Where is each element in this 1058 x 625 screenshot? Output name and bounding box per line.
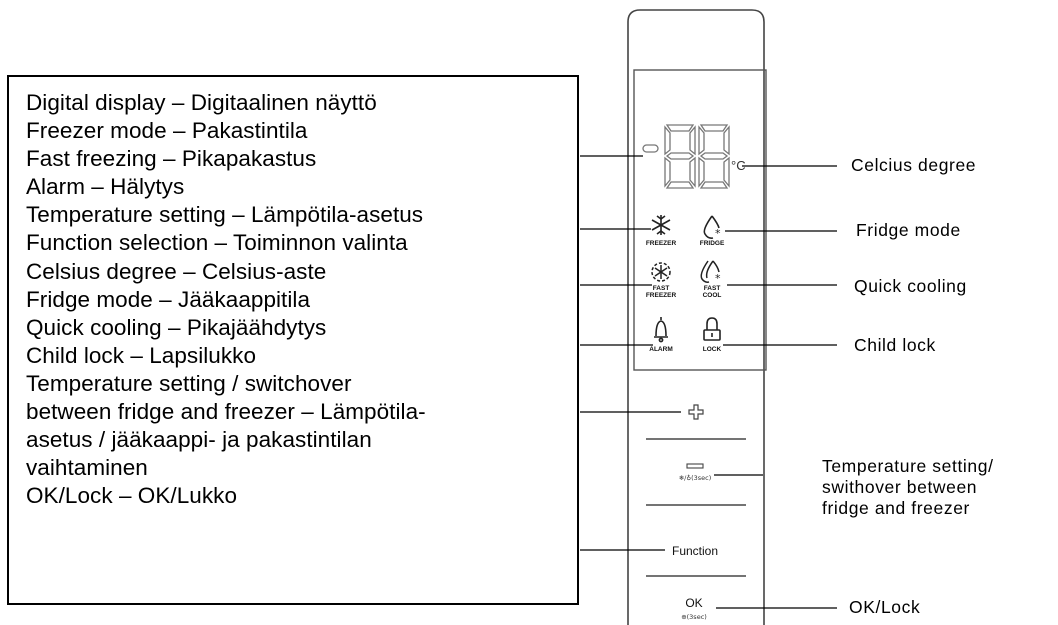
right-connectors	[714, 165, 837, 609]
legend-line: Fridge mode – Jääkaappitila	[26, 286, 311, 312]
lock-icon	[703, 317, 721, 341]
freezer-label: FREEZER	[646, 240, 677, 247]
svg-text:*: *	[715, 227, 721, 240]
digit-2	[698, 124, 730, 189]
legend-line: Quick cooling – Pikajäähdytys	[26, 314, 327, 340]
fast-freezer-label-1: FAST	[653, 285, 670, 292]
legend-line: Child lock – Lapsilukko	[26, 342, 257, 368]
callout-quick-cooling: Quick cooling	[854, 276, 967, 296]
legend-line: Fast freezing – Pikapakastus	[26, 146, 317, 172]
fast-freezer-icon	[651, 262, 671, 282]
callout-fridge-mode: Fridge mode	[856, 220, 961, 240]
plus-button[interactable]	[688, 404, 704, 420]
legend-line: vaihtaminen	[26, 455, 148, 481]
bell-icon	[654, 317, 668, 343]
lock-label: LOCK	[703, 346, 722, 353]
left-connectors	[580, 155, 681, 551]
digital-display	[664, 124, 730, 189]
fast-cool-label-1: FAST	[704, 285, 721, 292]
alarm-label: ALARM	[649, 346, 672, 353]
legend-line: Alarm – Hälytys	[26, 174, 185, 200]
callout-temp-setting-3: fridge and freezer	[822, 498, 970, 518]
legend-box: Digital display – Digitaalinen näyttö Fr…	[7, 75, 579, 605]
callout-celsius: Celcius degree	[851, 155, 977, 175]
snowflake-icon	[651, 215, 671, 235]
ok-hint: ⊕(3sec)	[681, 613, 707, 621]
legend-line: Temperature setting – Lämpötila-asetus	[26, 202, 424, 228]
ok-button[interactable]: OK	[685, 596, 702, 610]
function-button[interactable]: Function	[672, 544, 718, 558]
callout-temp-setting-2: swithover between	[822, 477, 978, 497]
fridge-label: FRIDGE	[700, 240, 725, 247]
minus-hint: ❄/♁(3sec)	[679, 474, 712, 482]
minus-sign	[642, 144, 659, 153]
drop-icon: *	[703, 215, 721, 240]
legend-line: Temperature setting / switchover	[26, 370, 352, 396]
panel-outline	[627, 9, 765, 625]
legend-line: Function selection – Toiminnon valinta	[26, 230, 408, 256]
callout-temp-setting-1: Temperature setting/	[822, 456, 994, 476]
minus-button[interactable]	[686, 463, 704, 469]
legend-line: Freezer mode – Pakastintila	[26, 118, 308, 144]
legend-line: Celsius degree – Celsius-aste	[26, 258, 327, 284]
legend-line: OK/Lock – OK/Lukko	[26, 483, 238, 509]
fast-freezer-label-2: FREEZER	[646, 292, 677, 299]
celsius-symbol: °C	[731, 158, 746, 173]
legend-line: Digital display – Digitaalinen näyttö	[26, 90, 377, 115]
callout-child-lock: Child lock	[854, 335, 936, 355]
display-window	[633, 69, 767, 371]
legend-line: asetus / jääkaappi- ja pakastintilan	[26, 427, 372, 453]
fast-cool-icon: *	[700, 260, 721, 285]
callout-ok-lock: OK/Lock	[849, 597, 921, 617]
legend-line: between fridge and freezer – Lämpötila-	[26, 399, 426, 425]
svg-text:*: *	[715, 272, 721, 285]
digit-1	[664, 124, 696, 189]
fast-cool-label-2: COOL	[703, 292, 722, 299]
